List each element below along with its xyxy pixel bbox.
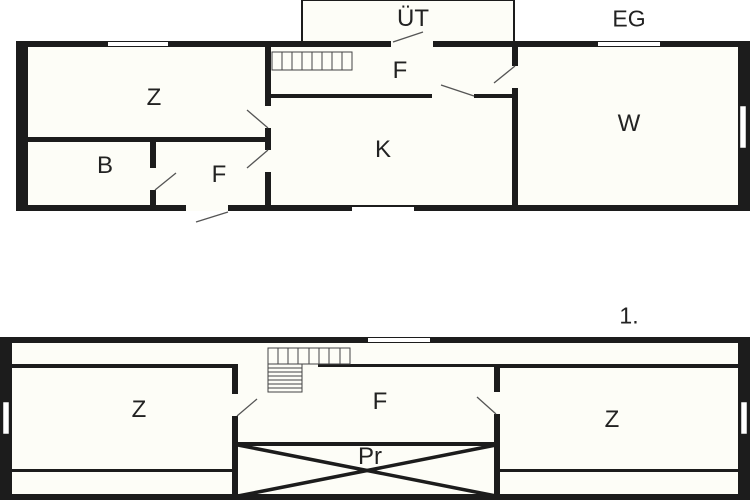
door-opening: [150, 168, 156, 190]
door-opening: [186, 205, 228, 211]
window: [2, 401, 10, 435]
door-opening: [494, 392, 500, 414]
room-label-b: B: [96, 152, 114, 179]
window: [352, 207, 414, 211]
room-label-pr: Pr: [358, 443, 382, 470]
wall-left: [16, 41, 28, 211]
kneewall-left-bottom: [12, 469, 234, 472]
void-cross-icon: [237, 443, 497, 498]
window: [108, 42, 168, 46]
room-label-w: W: [617, 110, 641, 137]
room-label-f-bottom: F: [211, 161, 227, 188]
upper-floor-plan: [0, 337, 750, 500]
window: [368, 338, 430, 342]
kneewall-right-bottom: [498, 469, 738, 472]
room-label-z-right: Z: [604, 406, 620, 433]
floor-label-upper: 1.: [619, 302, 639, 329]
ground-floor-plan: [16, 0, 750, 223]
floor-label-ground: EG: [612, 5, 646, 32]
wall-f-k: [270, 94, 515, 98]
door-opening: [265, 150, 271, 172]
door-opening: [512, 66, 518, 88]
stairs-icon: [271, 51, 353, 71]
door-opening: [232, 394, 238, 416]
stairs-icon: [267, 347, 351, 393]
room-label-z-left: Z: [131, 396, 147, 423]
kneewall-right-top: [498, 364, 738, 368]
window: [739, 105, 747, 149]
kneewall-center-top: [318, 364, 500, 367]
door-opening: [265, 106, 271, 128]
door-swings: [154, 31, 516, 223]
kneewall-left-top: [12, 364, 234, 368]
wall-right-room: [494, 364, 500, 500]
wall-k-w: [512, 44, 518, 210]
room-label-z: Z: [146, 84, 162, 111]
room-label-f: F: [372, 388, 388, 415]
door-opening: [391, 41, 433, 47]
door-opening: [432, 94, 474, 98]
wall-f-pr: [235, 442, 497, 446]
room-label-k: K: [374, 136, 392, 163]
wall-z-b: [28, 137, 268, 142]
wall-left-room: [232, 364, 238, 500]
room-label-ut: ÜT: [397, 5, 429, 32]
wall-bottom: [0, 494, 750, 500]
door-swings: [236, 396, 497, 417]
window: [598, 42, 660, 46]
room-label-f-top: F: [392, 57, 408, 84]
window: [740, 401, 748, 435]
ground-floor-fill: [22, 44, 744, 210]
wall-top: [16, 41, 750, 47]
